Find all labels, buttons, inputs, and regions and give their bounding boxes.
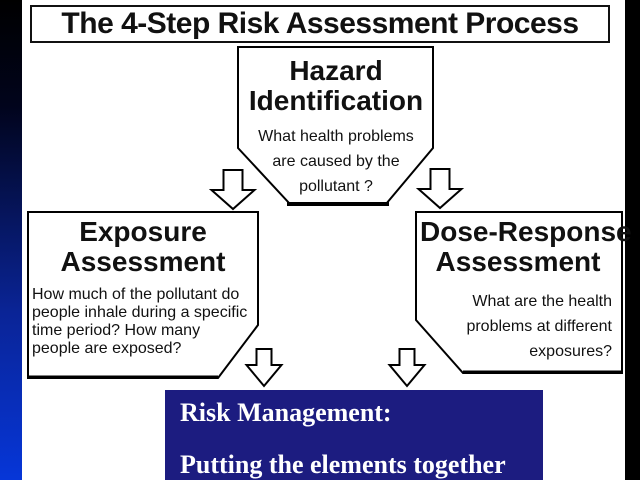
risk-management-title: Risk Management:: [180, 398, 392, 427]
hazard-description: What health problems are caused by the p…: [240, 124, 432, 199]
exposure-box-shape: [27, 211, 259, 379]
down-arrow-icon: [415, 168, 465, 210]
exposure-desc-line1: How much of the pollutant do: [32, 286, 240, 303]
hazard-desc-line3: pollutant ?: [299, 178, 373, 195]
dose-desc-line1: What are the health: [472, 293, 612, 310]
risk-management-box: Risk Management: Putting the elements to…: [165, 390, 543, 480]
exposure-desc-line4: people are exposed?: [32, 340, 182, 357]
slide-edge-gradient-left: [0, 0, 22, 480]
hazard-desc-line2: are caused by the: [272, 153, 400, 170]
exposure-assessment-step: Exposure Assessment How much of the poll…: [32, 217, 254, 358]
slide-edge-right: [625, 0, 640, 480]
exposure-desc-line3: time period? How many: [32, 322, 201, 339]
hazard-desc-line1: What health problems: [258, 128, 414, 145]
down-arrow-icon: [387, 348, 427, 388]
down-arrow-icon: [208, 169, 258, 211]
risk-management-subtitle: Putting the elements together: [180, 450, 506, 479]
dose-desc-line3: exposures?: [529, 343, 612, 360]
exposure-description: How much of the pollutant do people inha…: [32, 286, 254, 358]
dose-title-line1: Dose-Response: [420, 216, 632, 247]
hazard-identification-step: Hazard Identification What health proble…: [240, 56, 432, 199]
exposure-title-line2: Assessment: [60, 246, 226, 277]
hazard-title-line1: Hazard: [289, 55, 383, 86]
dose-response-assessment-step: Dose-Response Assessment What are the he…: [420, 216, 632, 364]
exposure-desc-line2: people inhale during a specific: [32, 304, 248, 321]
hazard-title-line2: Identification: [248, 85, 424, 116]
down-arrow-icon: [244, 348, 284, 388]
slide-title-box: The 4-Step Risk Assessment Process: [30, 5, 610, 43]
dose-title-line2: Assessment: [435, 246, 601, 277]
dose-description: What are the health problems at differen…: [420, 289, 616, 364]
exposure-title-line1: Exposure: [79, 216, 207, 247]
slide-title: The 4-Step Risk Assessment Process: [61, 7, 579, 40]
dose-desc-line2: problems at different: [466, 318, 612, 335]
